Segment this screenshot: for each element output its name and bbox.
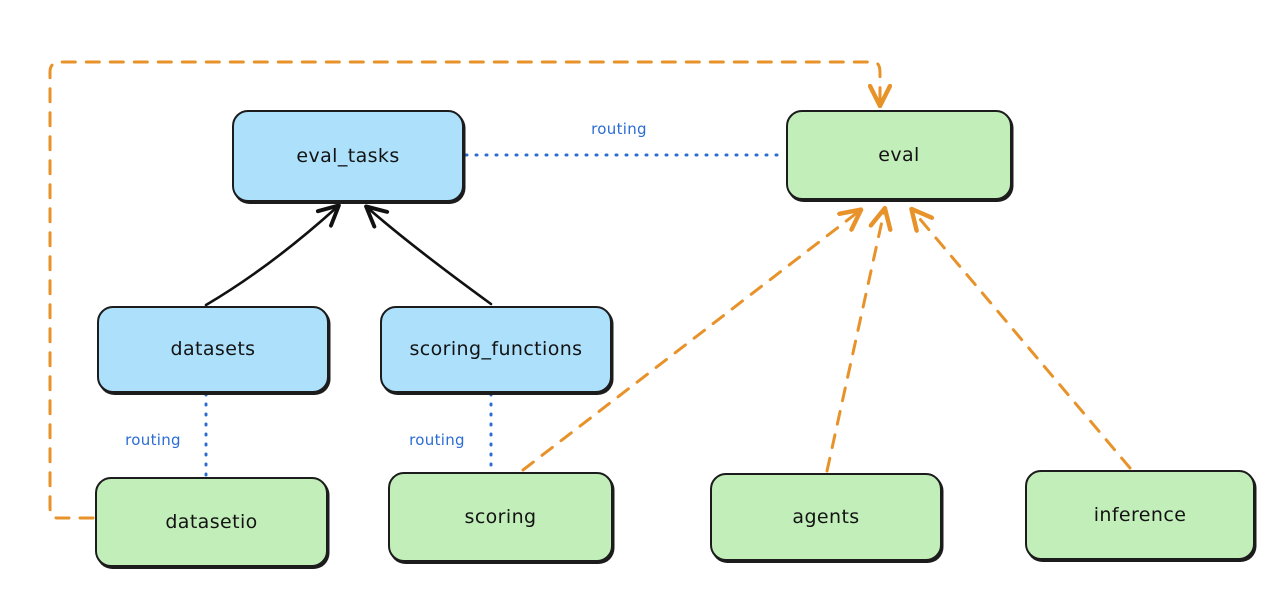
node-datasets[interactable]: datasets xyxy=(97,306,329,393)
node-label-agents: agents xyxy=(792,505,860,528)
node-label-datasets: datasets xyxy=(170,338,256,361)
edge-agents-to-eval xyxy=(825,212,884,473)
node-agents[interactable]: agents xyxy=(710,473,942,561)
node-label-scoring_functions: scoring_functions xyxy=(409,338,583,361)
edge-inference-to-eval xyxy=(914,212,1132,470)
node-eval[interactable]: eval xyxy=(786,110,1012,200)
edge-label-routing-scoring-functions: routing xyxy=(409,431,465,449)
edge-label-routing-datasets: routing xyxy=(125,431,181,449)
node-inference[interactable]: inference xyxy=(1025,470,1255,560)
node-scoring_functions[interactable]: scoring_functions xyxy=(380,306,612,393)
node-label-eval_tasks: eval_tasks xyxy=(296,144,400,167)
node-label-scoring: scoring xyxy=(464,505,537,528)
edge-datasets-to-eval-tasks xyxy=(204,203,341,307)
edge-datasetio-to-eval xyxy=(48,60,880,520)
node-datasetio[interactable]: datasetio xyxy=(95,477,328,567)
edge-label-routing-eval-tasks-eval: routing xyxy=(591,120,647,138)
node-label-inference: inference xyxy=(1093,503,1187,526)
node-eval_tasks[interactable]: eval_tasks xyxy=(232,110,464,202)
edge-scoring-functions-to-eval-tasks xyxy=(364,204,493,306)
node-label-eval: eval xyxy=(878,143,920,166)
node-label-datasetio: datasetio xyxy=(165,510,258,533)
node-scoring[interactable]: scoring xyxy=(388,472,613,562)
